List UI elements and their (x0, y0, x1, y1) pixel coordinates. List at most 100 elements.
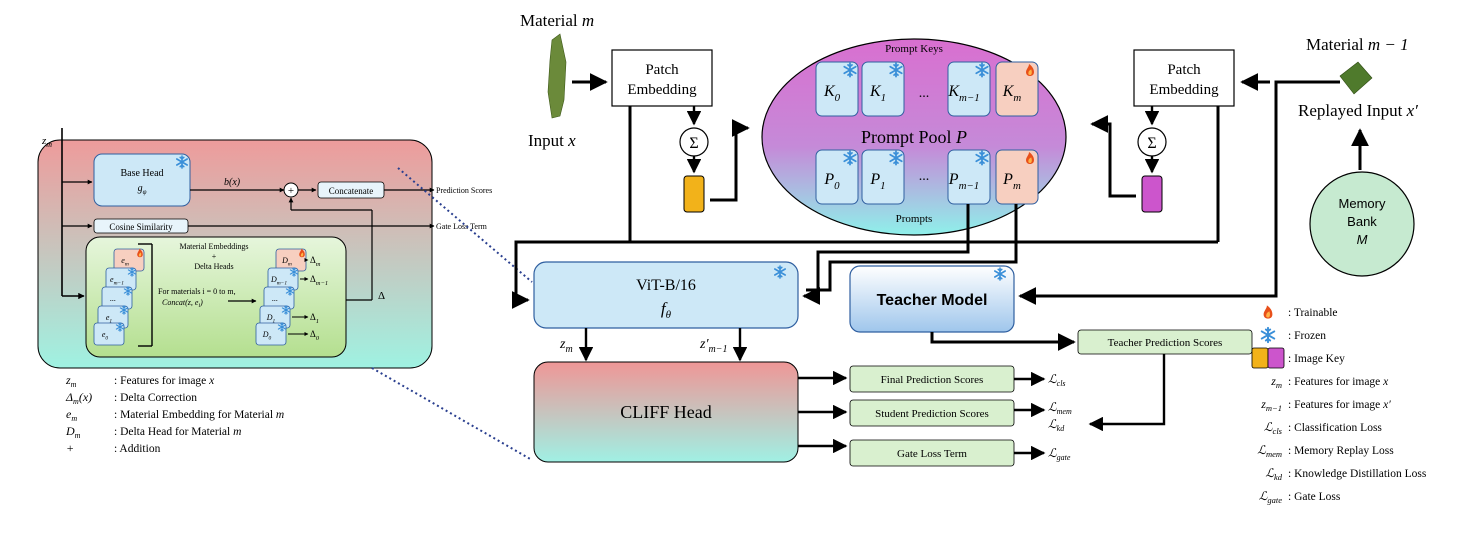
left-legend-row: Δm(x): Delta Correction (65, 390, 197, 406)
left-legend: zm : Features for image x Δm(x): Delta Cor… (65, 373, 284, 455)
z-input-label: zm (41, 135, 52, 149)
prompt-key-card (995, 61, 1039, 117)
embedding-label: em (121, 256, 129, 267)
image-key-icon (1251, 347, 1269, 369)
left-legend-desc: : Features for image x (114, 375, 215, 387)
right-legend-symbol: zm−1 (1260, 397, 1282, 413)
flame-icon (1263, 305, 1273, 319)
keys-ellipsis: ... (919, 86, 930, 101)
base-head-symbol: gφ (138, 183, 147, 196)
image-key-yellow (683, 175, 705, 213)
material-m-label: Material m (520, 11, 594, 30)
gate-loss-term-label-left: Gate Loss Term (436, 222, 488, 231)
right-legend-symbol: ℒkd (1265, 466, 1282, 482)
base-head-box (93, 153, 191, 207)
delta-output-label: Δm (310, 255, 321, 268)
right-legend-desc: : Frozen (1288, 330, 1326, 342)
prompt-key-label: Km−1 (947, 83, 979, 104)
right-legend-row: ℒgate: Gate Loss (1259, 489, 1341, 505)
snowflake-icon (1260, 326, 1276, 344)
right-legend-row: ℒkd : Knowledge Distillation Loss (1265, 466, 1427, 482)
delta-heads-title: Delta Heads (194, 262, 233, 271)
delta-head-label: D0 (262, 330, 272, 341)
prompt-key-label: K1 (869, 83, 886, 104)
student-prediction-scores-label: Student Prediction Scores (875, 408, 989, 420)
right-legend-desc: : Memory Replay Loss (1288, 445, 1394, 457)
cliff-head-detail-panel: zm Base Head gφ b(x) + Concatenate Predi… (37, 128, 492, 369)
prompt-2: Pm−1 (947, 149, 991, 205)
delta-head-0: Dm Δm (275, 248, 321, 272)
right-legend-symbol: ℒgate (1259, 489, 1283, 505)
prompt-3: Pm (995, 149, 1039, 205)
material-embedding-4: e0 (93, 322, 125, 346)
for-materials-label: For materials i = 0 to m, (158, 287, 236, 296)
gate-loss-term-label: Gate Loss Term (897, 448, 967, 460)
zm-label: zm (559, 337, 573, 355)
cliff-head-label: CLIFF Head (620, 402, 712, 422)
image-key-icon (1267, 347, 1285, 369)
material-embedding-3: e1 (97, 305, 129, 329)
embedding-label: e1 (106, 313, 113, 324)
delta-head-4: D0 Δ0 (255, 322, 320, 346)
loss-cls: ℒcls (1048, 372, 1066, 388)
prediction-scores-label: Prediction Scores (436, 186, 492, 195)
zoom-connector-bottom (371, 367, 533, 461)
memory-bank (1309, 171, 1415, 277)
material-embedding-0: em (113, 248, 145, 272)
patch-embedding-left-line2: Embedding (627, 82, 697, 98)
material-embeddings-title: Material Embeddings (179, 242, 248, 251)
teacher-model-label: Teacher Model (877, 292, 988, 309)
vit-backbone (533, 261, 799, 329)
right-legend-row: ℒmem : Memory Replay Loss (1257, 443, 1394, 459)
loss-mem: ℒmem (1048, 400, 1072, 416)
left-legend-row: zm : Features for image x (65, 373, 215, 389)
left-legend-desc: : Delta Correction (114, 392, 197, 404)
concat-label: Concat(z, ei) (162, 298, 203, 309)
final-prediction-scores-label: Final Prediction Scores (881, 374, 984, 386)
left-legend-row: Dm: Delta Head for Material m (65, 424, 241, 440)
prompt-key-1: K1 (861, 61, 905, 117)
plus-line: + (212, 252, 217, 261)
vit-title: ViT-B/16 (636, 277, 696, 294)
delta-head-label: Dm−1 (270, 275, 287, 286)
memory-bank-var: M (1357, 232, 1368, 247)
delta-output-label: Δ0 (310, 329, 320, 342)
left-legend-symbol: Dm (65, 424, 81, 440)
input-x-label: Input x (528, 131, 576, 150)
material-m1-label: Material m − 1 (1306, 35, 1409, 54)
left-legend-symbol: zm (65, 373, 77, 389)
material-m-image (547, 33, 567, 119)
right-legend-row: ℒcls : Classification Loss (1264, 420, 1383, 436)
right-legend-desc: : Knowledge Distillation Loss (1288, 468, 1427, 480)
prompt-0: P0 (815, 149, 859, 205)
student-prediction-scores-box (849, 399, 1015, 427)
delta-head-label: Dm (281, 256, 292, 267)
delta-head-label: ... (272, 294, 278, 303)
left-legend-row: em: Material Embedding for Material m (66, 407, 284, 423)
left-legend-symbol: em (66, 407, 77, 423)
right-legend-desc: : Classification Loss (1288, 422, 1382, 434)
patch-embedding-left (611, 49, 713, 107)
prompt-keys-label: Prompt Keys (885, 43, 943, 55)
right-legend-desc: : Features for image x (1288, 376, 1389, 388)
base-head-title: Base Head (120, 168, 163, 179)
right-legend-symbol: ℒmem (1257, 443, 1282, 459)
zm1-label: z′m−1 (699, 337, 728, 355)
right-legend-symbol: ℒcls (1264, 420, 1283, 436)
delta-label: Δ (378, 290, 385, 302)
patch-embedding-right-line1: Patch (1167, 62, 1201, 78)
prompt-1: P1 (861, 149, 905, 205)
zoom-connector-top (397, 167, 533, 283)
prompt-label: Pm (1002, 171, 1021, 192)
embedding-label: ... (110, 294, 116, 303)
left-legend-symbol: + (66, 441, 74, 455)
left-legend-desc: : Addition (114, 443, 161, 455)
prompt-key-0: K0 (815, 61, 859, 117)
